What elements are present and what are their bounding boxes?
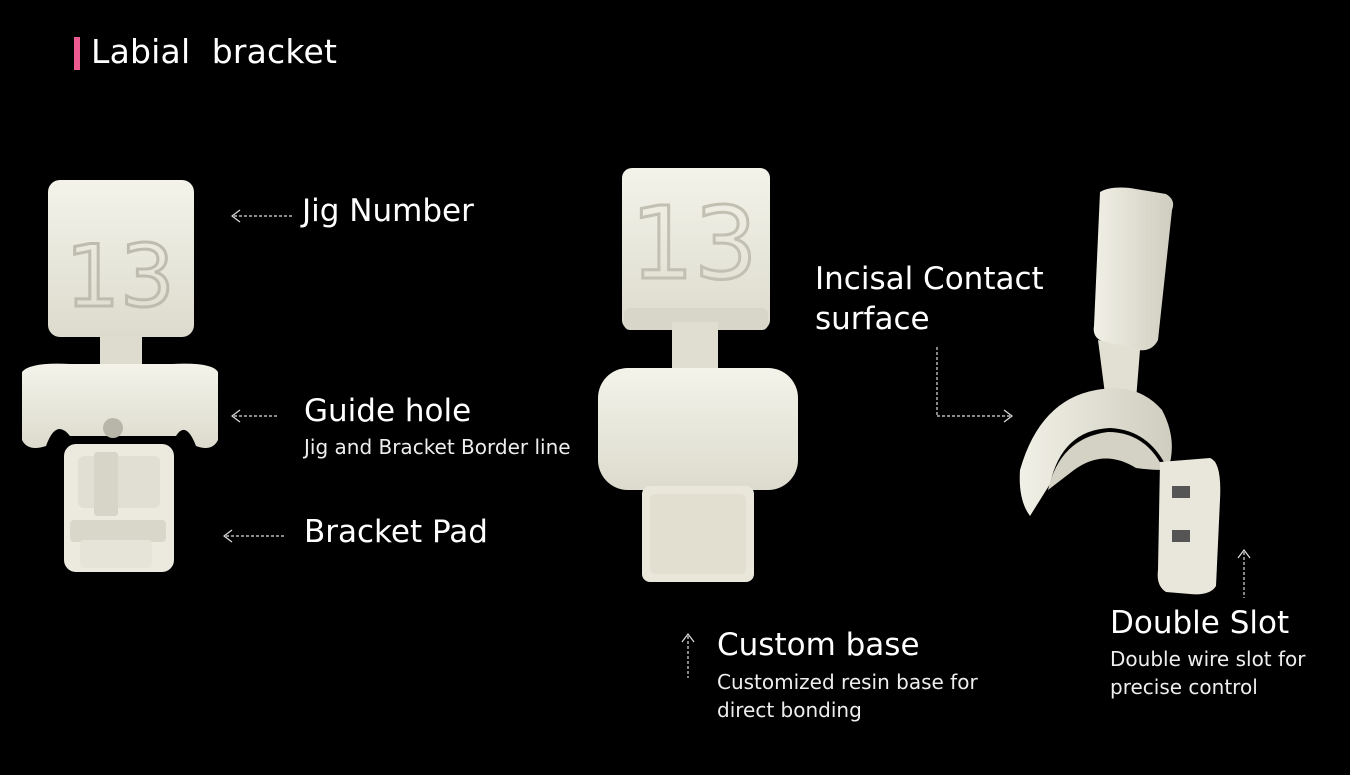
title-accent-bar <box>74 37 80 70</box>
guide-hole-block <box>22 363 218 448</box>
jig-number-engraving: 13 <box>65 227 174 327</box>
jig-cap-block-back <box>622 168 770 330</box>
double-slot-bracket <box>1157 458 1221 595</box>
label-custom-base-sub1: Customized resin base for <box>717 670 978 694</box>
label-bracket-pad: Bracket Pad <box>304 514 488 550</box>
slot-upper <box>1172 486 1190 498</box>
jig-number-engraving-back: 13 <box>630 185 757 302</box>
label-incisal-line1: Incisal Contact <box>815 261 1044 297</box>
incisal-contact-surface <box>1019 388 1172 516</box>
side-view-model <box>1019 187 1221 595</box>
front-view-model: 13 <box>22 180 218 572</box>
label-custom-base-sub2: direct bonding <box>717 698 862 722</box>
label-double-slot-sub1: Double wire slot for <box>1110 647 1306 671</box>
label-jig-number: Jig Number <box>302 193 474 229</box>
back-view-model: 13 <box>598 168 798 582</box>
label-guide-hole-sub: Jig and Bracket Border line <box>304 435 571 459</box>
jig-arm <box>1093 187 1174 351</box>
label-guide-hole: Guide hole <box>304 393 472 429</box>
guide-hole <box>103 418 123 438</box>
jig-cap-block <box>48 180 194 337</box>
slot-lower <box>1172 530 1190 542</box>
label-custom-base: Custom base <box>717 627 920 663</box>
label-double-slot: Double Slot <box>1110 605 1290 641</box>
guide-block-back <box>598 368 798 490</box>
label-incisal-line2: surface <box>815 301 930 337</box>
page-title: Labial bracket <box>91 32 338 71</box>
jig-stem-back <box>672 322 718 376</box>
label-double-slot-sub2: precise control <box>1110 675 1258 699</box>
leader-lines <box>223 209 1251 678</box>
